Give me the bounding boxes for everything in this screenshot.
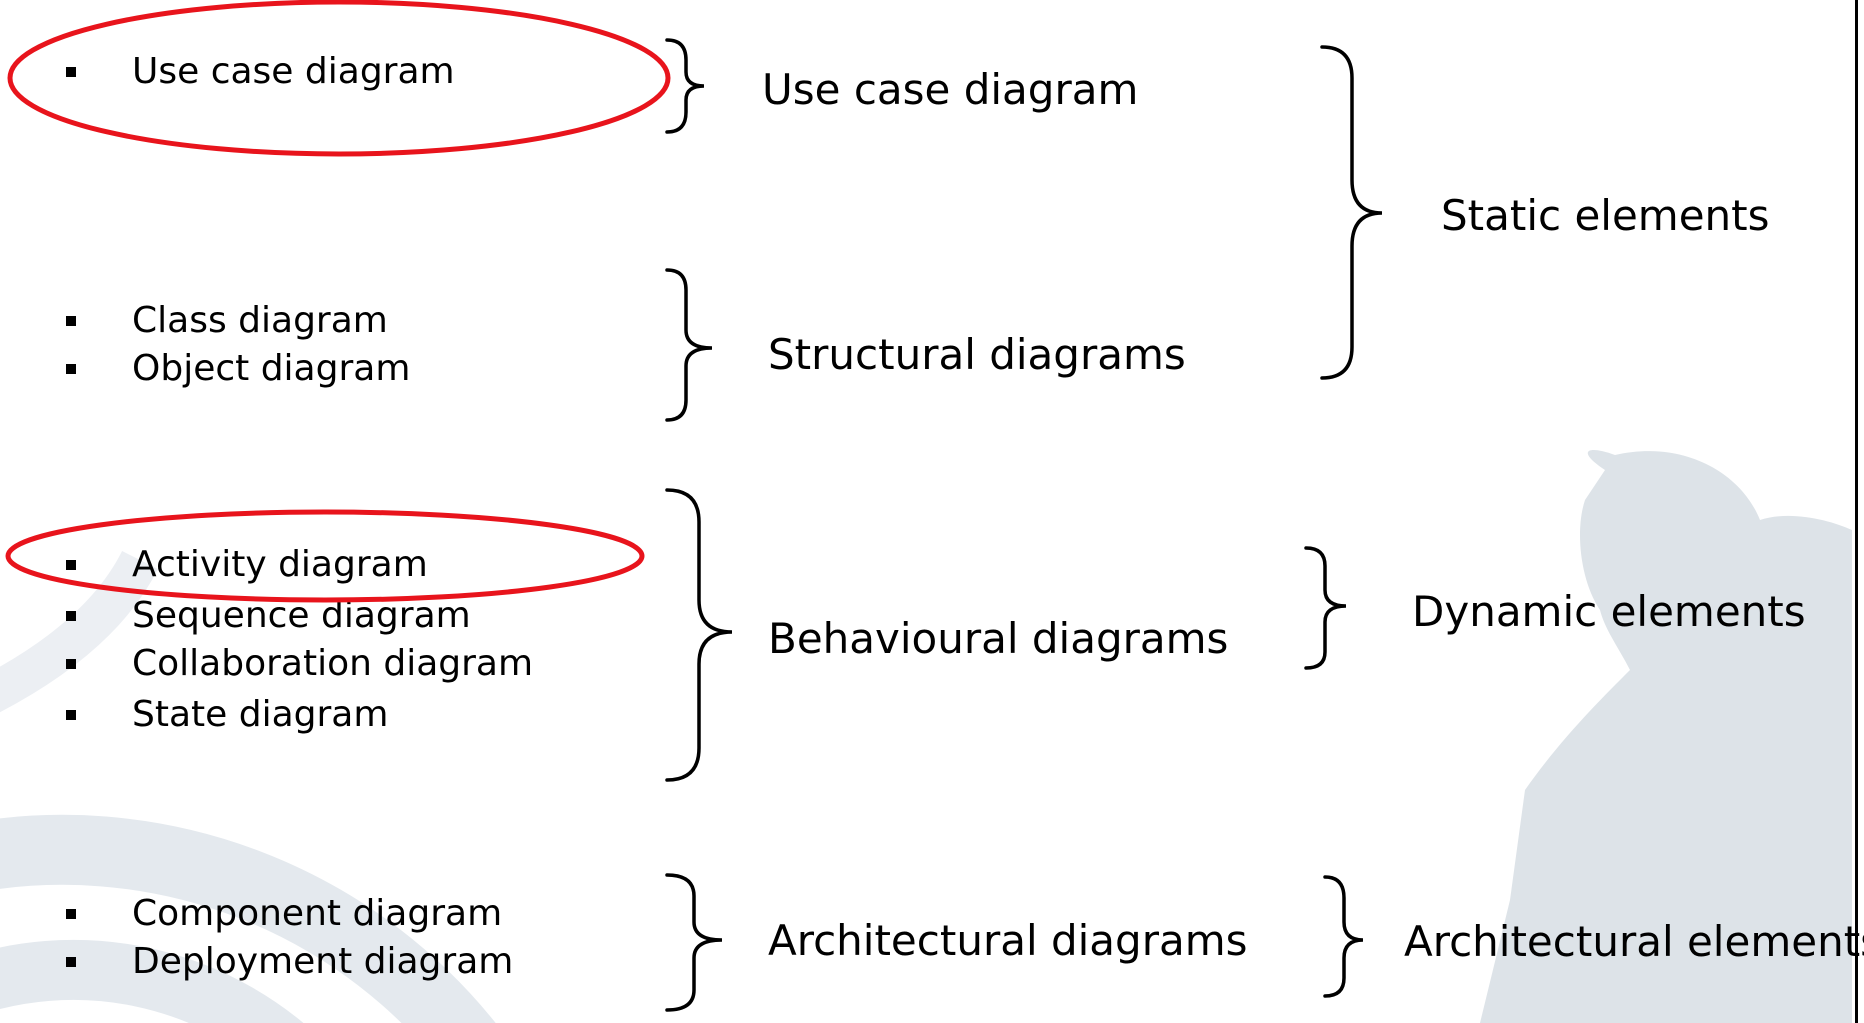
bullet-icon <box>66 659 76 669</box>
group-label-architectural: Architectural diagrams <box>768 916 1248 965</box>
background-arc-outer <box>0 814 496 1023</box>
list-item-object: Object diagram <box>132 348 411 389</box>
group-label-use-case: Use case diagram <box>762 65 1139 114</box>
slide-right-border <box>1855 0 1858 1023</box>
element-label-static: Static elements <box>1441 191 1770 240</box>
list-item-state: State diagram <box>132 694 389 735</box>
list-item-class: Class diagram <box>132 300 388 341</box>
element-label-dynamic: Dynamic elements <box>1412 587 1806 636</box>
list-item-activity: Activity diagram <box>132 544 428 585</box>
bullet-icon <box>66 957 76 967</box>
group-label-structural: Structural diagrams <box>768 330 1186 379</box>
list-item-component: Component diagram <box>132 893 503 934</box>
bullet-icon <box>66 710 76 720</box>
bullet-icon <box>66 560 76 570</box>
list-item-sequence: Sequence diagram <box>132 595 471 636</box>
bullet-icon <box>66 909 76 919</box>
bullet-icon <box>66 67 76 77</box>
person-silhouette <box>1480 450 1852 1023</box>
element-label-architectural: Architectural elements <box>1404 917 1864 966</box>
background-arc-upper <box>0 550 158 713</box>
background-arc-inner <box>0 939 304 1023</box>
list-item-use-case: Use case diagram <box>132 51 455 92</box>
bullet-icon <box>66 364 76 374</box>
list-item-deployment: Deployment diagram <box>132 941 514 982</box>
bullet-icon <box>66 611 76 621</box>
list-item-collaboration: Collaboration diagram <box>132 643 534 684</box>
bullet-icon <box>66 316 76 326</box>
group-label-behavioural: Behavioural diagrams <box>768 614 1229 663</box>
